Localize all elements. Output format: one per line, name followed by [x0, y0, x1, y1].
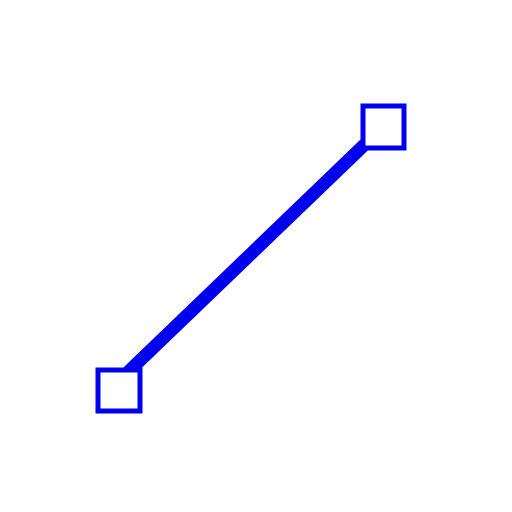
thick-line-segment[interactable] — [120, 119, 391, 380]
start-handle[interactable] — [95, 367, 143, 414]
end-handle[interactable] — [360, 103, 407, 151]
